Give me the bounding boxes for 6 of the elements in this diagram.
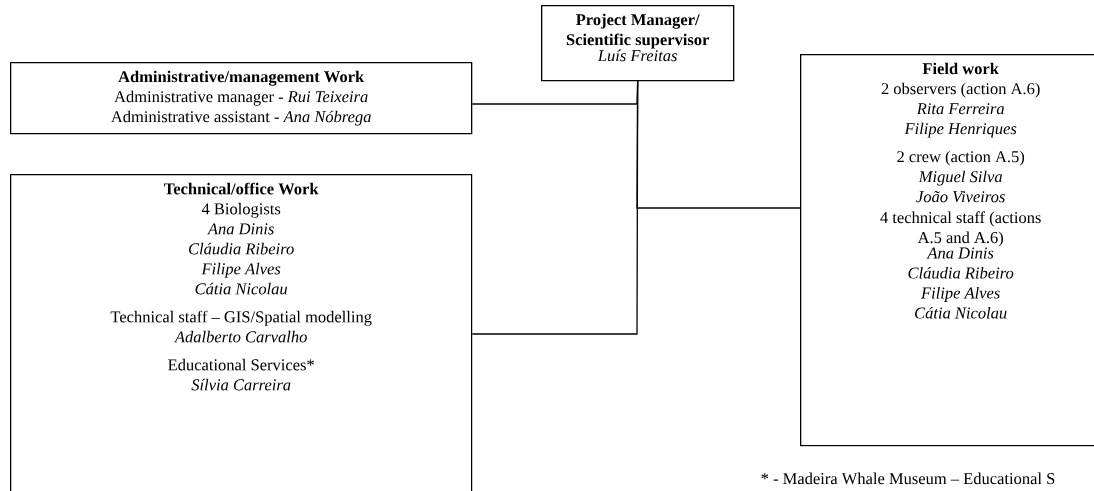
org-box: Administrative/management Work Administrative manager - Rui Teixeira Administrative assistant - Ana Nóbrega — [10, 62, 473, 135]
footnote: * - Madeira Whale Museum – Educational S — [761, 472, 1055, 485]
org-box: Project Manager/ Scientific supervisor Luís Freitas — [541, 5, 735, 82]
org-box: Field work 2 observers (action A.6) Rita Ferreira Filipe Henriques 2 crew (action A.5) Miguel Silva João Viveiros 4 technical staff (actions A.5 and A.6) Ana Dinis Cláudia Ribeiro Filipe Alves Cátia Nicolau — [800, 54, 1094, 447]
org-box: Technical/office Work 4 Biologists Ana Dinis Cláudia Ribeiro Filipe Alves Cátia Nicolau Technical staff – GIS/Spatial modelling Adalberto Carvalho Educational Services* Sílvia Carreira — [10, 174, 473, 491]
connector-line — [636, 80, 801, 209]
